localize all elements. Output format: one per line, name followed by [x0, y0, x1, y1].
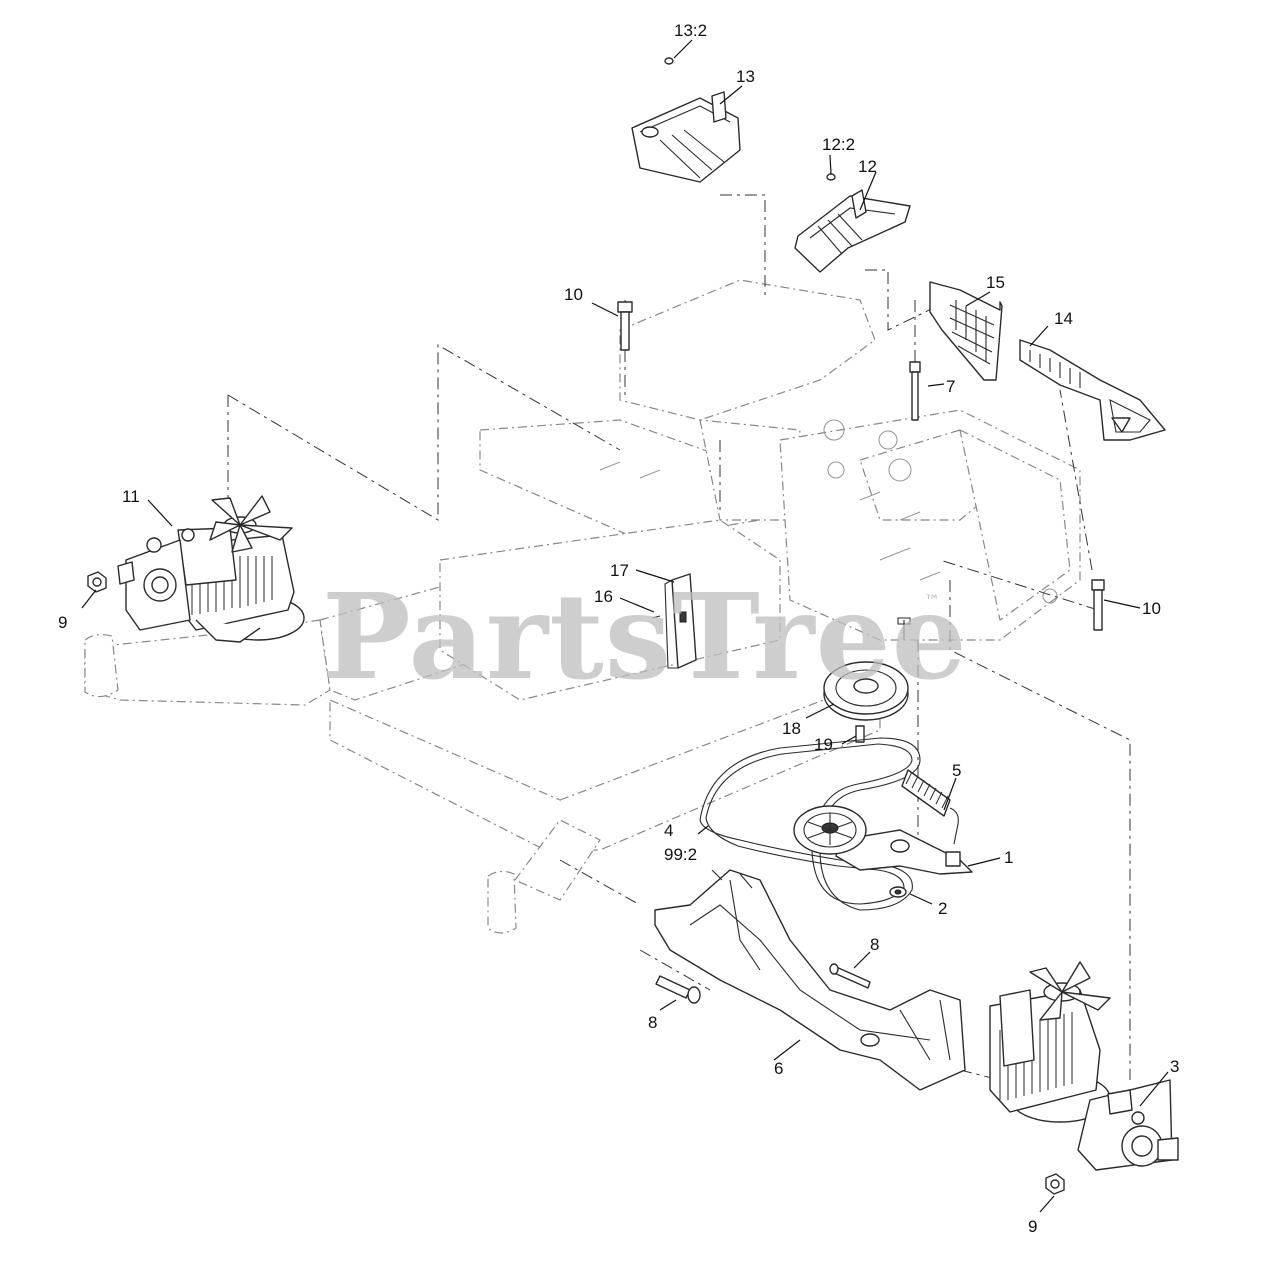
callout-19: 19 — [814, 735, 833, 754]
callout-13-qty: 13:2 — [674, 21, 707, 40]
fan-left — [209, 495, 293, 553]
callout-18: 18 — [782, 719, 801, 738]
callout-9-right: 9 — [1028, 1217, 1037, 1236]
callout-1: 1 — [1004, 848, 1013, 867]
callout-16: 16 — [594, 587, 613, 606]
part-2-washer — [889, 886, 907, 898]
callout-8-right: 8 — [870, 935, 879, 954]
watermark: PartsTree ™ — [322, 567, 968, 706]
callout-5: 5 — [952, 761, 961, 780]
nut-9-right — [1045, 1173, 1065, 1195]
callout-17: 17 — [610, 561, 629, 580]
callout-11: 11 — [122, 487, 140, 506]
callout-7: 7 — [946, 377, 955, 396]
callout-6: 6 — [774, 1059, 783, 1078]
bolt-7 — [909, 361, 921, 421]
part-18-pulley — [823, 617, 911, 721]
part-6-lower-bracket — [654, 869, 966, 1091]
part-16-17-bracket — [651, 573, 697, 669]
callout-2: 2 — [938, 899, 947, 918]
bolt-10-right — [1091, 579, 1105, 631]
callout-8-left: 8 — [648, 1013, 657, 1032]
bolt-10-left — [617, 301, 633, 351]
callout-labels: 1 2 3 4 99:2 5 6 7 8 8 9 9 10 10 11 12 1… — [58, 21, 1179, 1236]
callout-3: 3 — [1170, 1057, 1179, 1076]
nut-9-left — [87, 571, 107, 593]
bolt-8-left — [655, 975, 701, 1004]
leader-lines — [81, 39, 1169, 1213]
callout-4: 4 — [664, 821, 673, 840]
part-14-side-shield — [1019, 339, 1166, 441]
callout-10-left: 10 — [564, 285, 583, 304]
fan-right — [1029, 961, 1111, 1021]
callout-12: 12 — [858, 157, 877, 176]
callout-4-qty: 99:2 — [664, 845, 697, 864]
part-12-shield — [794, 173, 911, 273]
bolt-8-right — [829, 963, 871, 989]
part-5-spring — [901, 769, 959, 845]
part-13-upper-shield — [631, 57, 741, 183]
cooling-fins-left — [191, 556, 273, 615]
callout-9-left: 9 — [58, 613, 67, 632]
callout-13: 13 — [736, 67, 755, 86]
callout-10-right: 10 — [1142, 599, 1161, 618]
callout-15: 15 — [986, 273, 1005, 292]
watermark-trademark: ™ — [924, 591, 940, 610]
part-1-idler-arm — [793, 805, 973, 875]
part-3-right-transaxle — [989, 961, 1179, 1171]
callout-12-qty: 12:2 — [822, 135, 855, 154]
part-4-belt — [699, 737, 921, 911]
chassis-frame — [84, 279, 1081, 934]
part-11-left-transaxle — [117, 495, 305, 643]
callout-14: 14 — [1054, 309, 1073, 328]
watermark-text: PartsTree — [322, 567, 968, 706]
part-15-side-shield — [929, 281, 1003, 381]
